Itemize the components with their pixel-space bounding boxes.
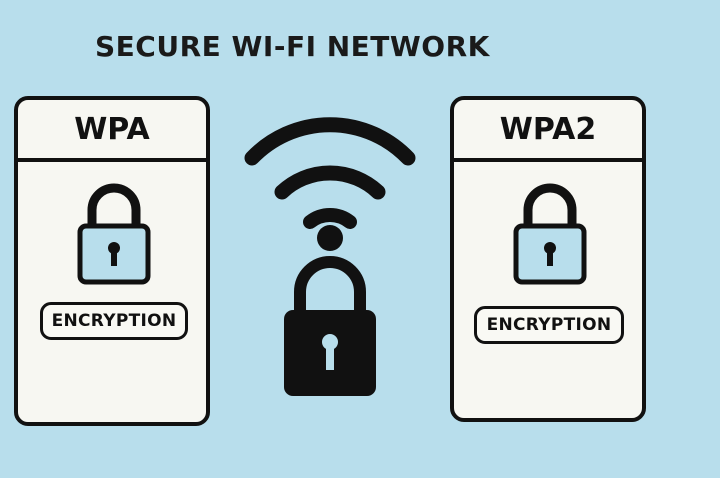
wpa-card: WPA ENCRYPTION bbox=[14, 96, 210, 426]
wpa-encryption-badge: ENCRYPTION bbox=[40, 302, 188, 340]
padlock-icon bbox=[77, 183, 151, 285]
wpa2-card: WPA2 ENCRYPTION bbox=[450, 96, 646, 422]
wpa-card-heading: WPA bbox=[18, 100, 206, 162]
page-title: SECURE WI-FI NETWORK bbox=[95, 30, 490, 63]
padlock-icon bbox=[513, 183, 587, 285]
wpa2-encryption-badge: ENCRYPTION bbox=[474, 306, 624, 344]
wifi-lock-illustration bbox=[244, 117, 416, 396]
large-padlock-icon bbox=[284, 256, 376, 396]
wifi-icon bbox=[244, 117, 416, 251]
wpa2-card-heading: WPA2 bbox=[454, 100, 642, 162]
